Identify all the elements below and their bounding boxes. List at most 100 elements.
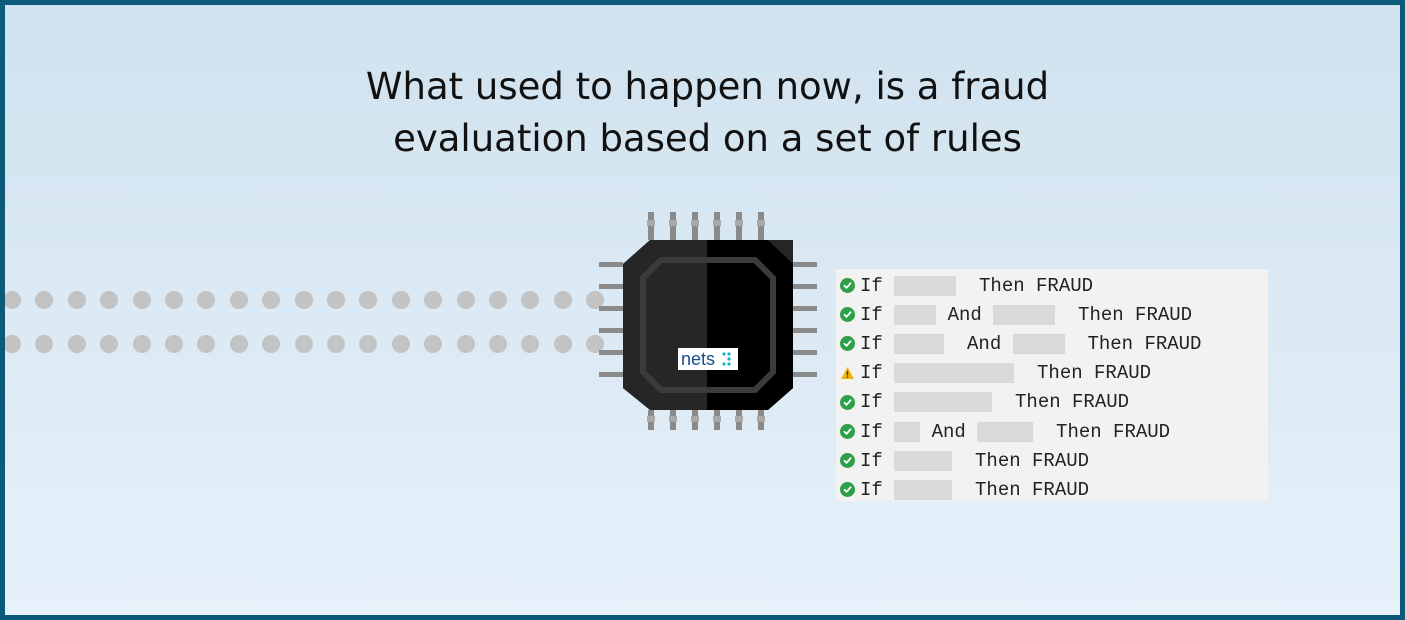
transaction-dot [35, 335, 54, 353]
transaction-dot [262, 291, 281, 309]
processor-chip-icon: nets [599, 212, 817, 430]
transaction-dot [262, 335, 281, 353]
transaction-dot [424, 335, 443, 353]
warning-triangle-icon [840, 366, 855, 381]
rule-text: Then FRAUD [1055, 303, 1193, 326]
rule-text: And [936, 303, 994, 326]
nets-logo-text: nets [681, 349, 715, 369]
chip-pin [793, 284, 817, 289]
rule-text: If [860, 274, 895, 297]
redacted-condition [894, 333, 945, 354]
redacted-condition [894, 275, 957, 296]
chip-pins [599, 212, 817, 430]
chip-pin [599, 328, 623, 333]
rule-text: Then FRAUD [1033, 420, 1171, 443]
title-line-1: What used to happen now, is a fraud [365, 65, 1050, 108]
transaction-dot [586, 291, 605, 309]
transaction-dot [294, 291, 313, 309]
transaction-dot [359, 335, 378, 353]
redacted-condition [894, 363, 1015, 384]
chip-pin [735, 416, 743, 422]
rule-row: If And Then FRAUD [840, 300, 1192, 329]
redacted-condition [977, 421, 1034, 442]
nets-logo-dots [722, 352, 731, 366]
rule-text: If [860, 391, 895, 414]
rule-text: If [860, 332, 895, 355]
redacted-condition [894, 421, 921, 442]
transaction-dot [165, 335, 183, 353]
rule-text: And [944, 332, 1013, 355]
chip-pin [599, 350, 623, 355]
transaction-dot [197, 291, 216, 309]
transaction-dot [67, 291, 86, 309]
chip-pin [669, 416, 677, 422]
redacted-condition [1012, 333, 1065, 354]
chip-pin [735, 220, 743, 226]
transaction-dot [359, 291, 378, 309]
chip-pin [691, 220, 699, 226]
transaction-dot [327, 335, 345, 353]
rule-row: If Then FRAUD [840, 475, 1089, 504]
transaction-dot [197, 335, 216, 353]
rule-text: And [920, 420, 978, 443]
transaction-dot [67, 335, 86, 353]
redacted-condition [894, 450, 953, 471]
chip-pin [793, 350, 817, 355]
rule-text: Then FRAUD [952, 449, 1090, 472]
chip-body-right [707, 240, 793, 410]
rule-row: If Then FRAUD [840, 388, 1129, 417]
check-circle-icon [840, 307, 855, 323]
transaction-dot [165, 291, 183, 309]
rule-text: Then FRAUD [952, 478, 1090, 501]
rule-row: If Then FRAUD [840, 271, 1093, 300]
transaction-dot [229, 335, 248, 353]
transaction-dot [229, 291, 248, 309]
redacted-condition [894, 392, 993, 413]
rule-text: If [860, 420, 895, 443]
rule-text: Then FRAUD [1014, 362, 1152, 385]
rule-row: If And Then FRAUD [840, 329, 1201, 358]
chip-pin [599, 284, 623, 289]
transaction-dot [553, 335, 572, 353]
transaction-dot [424, 291, 443, 309]
rule-text: If [860, 478, 895, 501]
chip-pin [669, 220, 677, 226]
rule-row: If Then FRAUD [840, 446, 1089, 475]
redacted-condition [894, 304, 937, 325]
check-circle-icon [840, 336, 855, 352]
check-circle-icon [840, 453, 855, 469]
transaction-dot [294, 335, 313, 353]
redacted-condition [993, 304, 1056, 325]
chip-pin [793, 306, 817, 311]
check-circle-icon [840, 278, 855, 293]
transaction-dot [5, 291, 21, 309]
transaction-dot [521, 335, 540, 353]
chip-pin [691, 416, 699, 422]
transaction-dot [100, 291, 119, 309]
transaction-dot [391, 291, 410, 309]
chip-pin [713, 416, 721, 422]
transaction-dot [327, 291, 345, 309]
chip-pin [713, 220, 721, 226]
chip-pin [793, 328, 817, 333]
check-circle-icon [840, 394, 855, 410]
rule-row: If Then FRAUD [840, 359, 1151, 388]
transaction-dot [489, 291, 507, 309]
transaction-dot [132, 335, 151, 353]
transaction-dot [35, 291, 54, 309]
chip-pin [599, 306, 623, 311]
transaction-dot [100, 335, 119, 353]
chip-pin [599, 372, 623, 377]
transaction-dot [521, 291, 540, 309]
rule-text: If [860, 362, 895, 385]
chip-pin [793, 372, 817, 377]
transaction-dot [456, 335, 475, 353]
check-circle-icon [840, 424, 855, 439]
transaction-dot [5, 335, 21, 353]
chip-pin [793, 262, 817, 267]
transaction-dot [553, 291, 572, 309]
rule-text: Then FRAUD [956, 274, 1094, 297]
rule-text: Then FRAUD [992, 391, 1130, 414]
